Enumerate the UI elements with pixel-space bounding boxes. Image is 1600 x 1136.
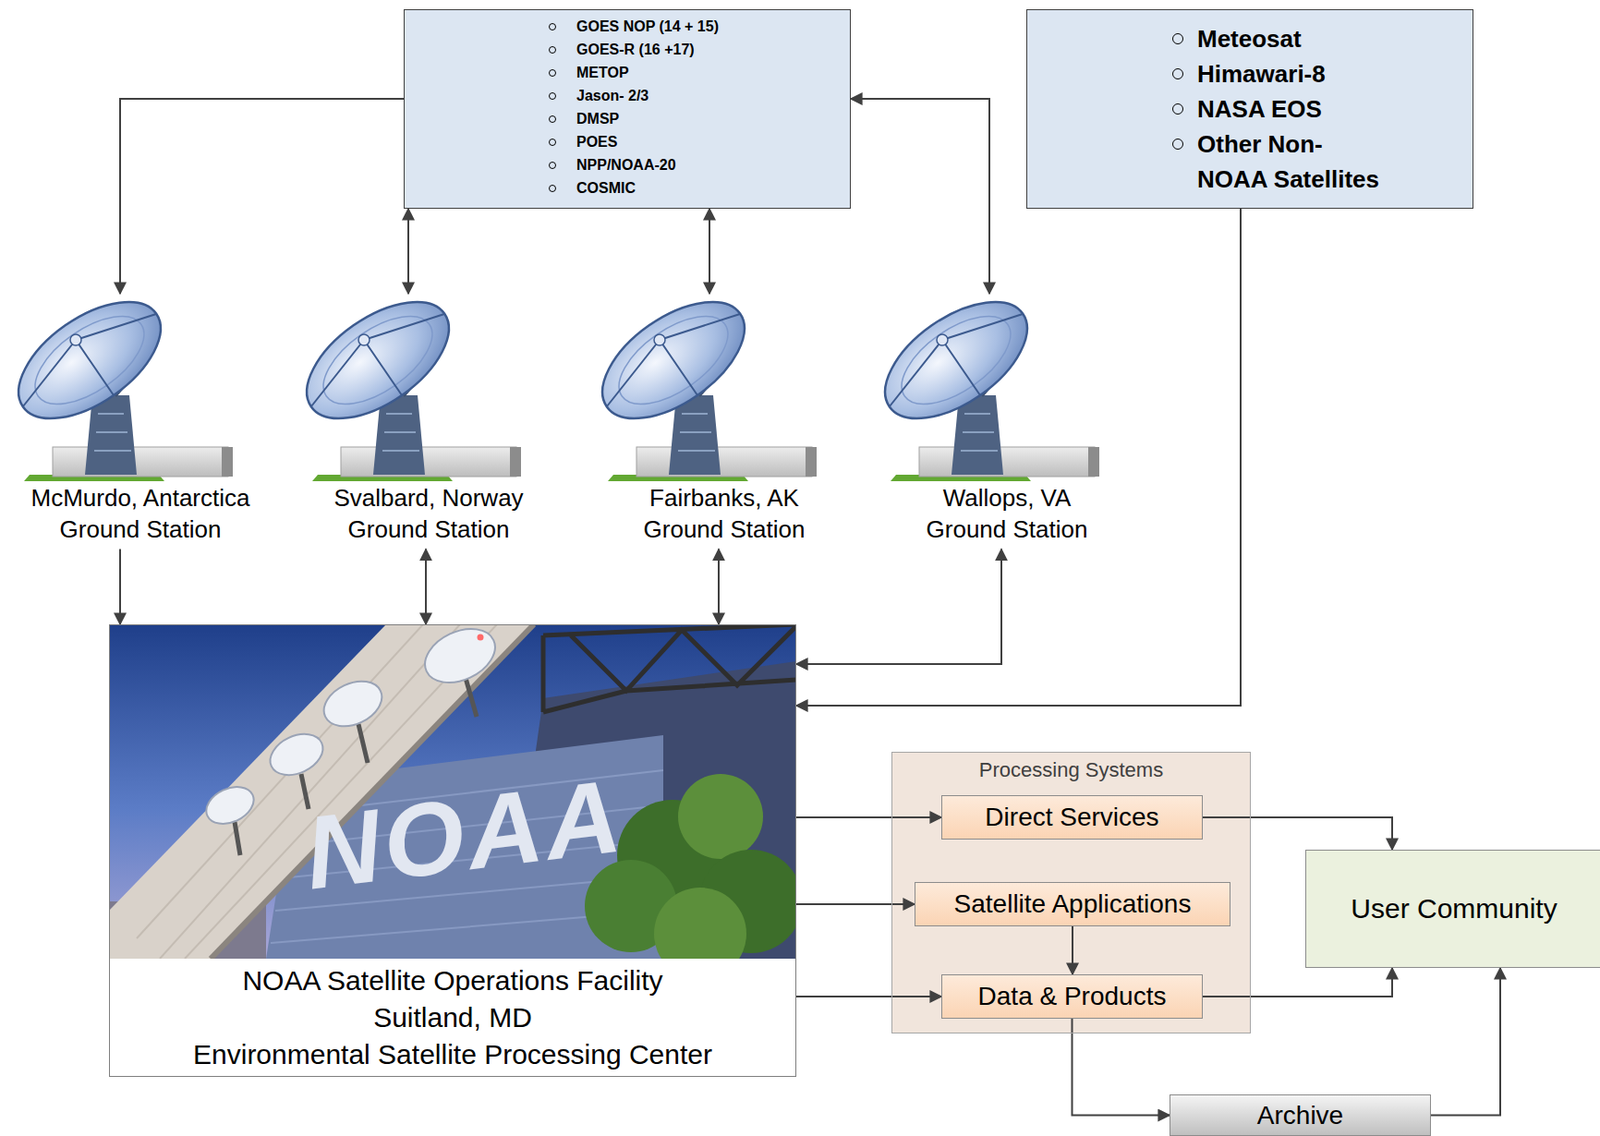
- satellite-name: COSMIC: [576, 176, 850, 200]
- list-item: METOP: [576, 60, 850, 85]
- process-box: Direct Services: [941, 795, 1203, 840]
- connector: [796, 995, 942, 998]
- list-item: Other Non- NOAA Satellites: [1197, 126, 1473, 197]
- antenna-dish: [865, 278, 1100, 482]
- list-item: NASA EOS: [1197, 91, 1473, 127]
- satellite-name: Meteosat: [1197, 21, 1392, 57]
- ground-station: Fairbanks, AK Ground Station: [585, 293, 863, 550]
- bullet: [548, 161, 557, 170]
- bullet: [1172, 33, 1184, 45]
- satellite-name: GOES-R (16 +17): [576, 37, 850, 61]
- roof-dish: [316, 672, 389, 736]
- facility-photo: [109, 624, 797, 959]
- satellite-name: NASA EOS: [1197, 91, 1392, 127]
- bullet: [1172, 103, 1184, 115]
- list-item: GOES-R (16 +17): [576, 37, 850, 61]
- bullet: [548, 69, 557, 77]
- roof-dish: [263, 726, 329, 784]
- group-title: Processing Systems: [979, 758, 1164, 782]
- satellite-name: Jason- 2/3: [576, 84, 850, 108]
- connector: [796, 549, 1002, 665]
- satellite-name: POES: [576, 130, 850, 154]
- bullet: [548, 138, 557, 146]
- group-heading: Processing Systems: [892, 758, 1250, 783]
- steel-truss: [543, 624, 797, 713]
- station-label: McMurdo, Antarctica Ground Station: [18, 483, 264, 546]
- satellite-name: Himawari-8: [1197, 56, 1392, 92]
- roof-dish: [200, 779, 260, 831]
- roof-dish: [416, 624, 504, 693]
- satellite-name: Other Non- NOAA Satellites: [1197, 126, 1392, 197]
- ground-station: McMurdo, Antarctica Ground Station: [1, 293, 279, 550]
- tree: [678, 774, 764, 860]
- caption-panel: NOAA Satellite Operations FacilitySuitla…: [109, 959, 796, 1077]
- list-item: Himawari-8: [1197, 56, 1473, 92]
- list-item: POES: [576, 130, 850, 154]
- bullet: [548, 184, 557, 193]
- satellite-list-box: GOES NOP (14 + 15)GOES-R (16 +17)METOPJa…: [403, 9, 851, 209]
- station-label: Wallops, VA Ground Station: [909, 483, 1104, 546]
- connector: [407, 208, 410, 294]
- connector: [424, 549, 427, 625]
- box-label: User Community: [1350, 893, 1557, 925]
- processing-systems-group: Processing SystemsDirect ServicesSatelli…: [891, 751, 1251, 1034]
- antenna-dish: [582, 278, 817, 482]
- list-item: Meteosat: [1197, 21, 1473, 57]
- bullet: [548, 115, 557, 123]
- connector: [1202, 968, 1393, 997]
- bullet: [548, 92, 557, 100]
- list-item: DMSP: [576, 107, 850, 131]
- box-label: Archive: [1257, 1101, 1344, 1131]
- user-community-box: User Community: [1305, 849, 1600, 969]
- station-label: Svalbard, Norway Ground Station: [322, 483, 535, 546]
- connector: [1430, 968, 1501, 1116]
- group-fill: [891, 751, 1251, 1034]
- beacon-light: [477, 634, 485, 642]
- list-item: COSMIC: [576, 176, 850, 200]
- station-label: Fairbanks, AK Ground Station: [627, 483, 822, 546]
- ground-station: Svalbard, Norway Ground Station: [290, 293, 568, 550]
- bullet: [1172, 138, 1184, 150]
- antenna-dish: [287, 278, 522, 482]
- satellite-name: GOES NOP (14 + 15): [576, 14, 850, 38]
- connector: [717, 549, 720, 625]
- process-box: Data & Products: [941, 974, 1203, 1019]
- building-lettering: NOAA: [299, 763, 630, 906]
- box-label: Data & Products: [978, 981, 1167, 1012]
- connector: [1071, 926, 1074, 975]
- facility-caption: Suitland, MD: [373, 999, 533, 1037]
- bullet: [1172, 68, 1184, 80]
- box-label: Satellite Applications: [954, 889, 1192, 920]
- bullet: [548, 23, 557, 31]
- connector: [1202, 817, 1393, 850]
- connector: [708, 208, 711, 294]
- item-list: MeteosatHimawari-8NASA EOSOther Non- NOA…: [1027, 10, 1473, 197]
- facility-caption: NOAA Satellite Operations Facility: [242, 962, 663, 1000]
- list-item: Jason- 2/3: [576, 84, 850, 108]
- process-box: Satellite Applications: [914, 882, 1231, 927]
- satellite-name: METOP: [576, 60, 850, 85]
- connector: [119, 549, 122, 625]
- connector: [850, 98, 990, 294]
- antenna-dish: [0, 278, 233, 482]
- connector: [796, 903, 915, 906]
- satellite-name: DMSP: [576, 107, 850, 131]
- bullet: [548, 46, 557, 54]
- ground-station: Wallops, VA Ground Station: [868, 293, 1146, 550]
- list-item: GOES NOP (14 + 15): [576, 14, 850, 38]
- item-list: GOES NOP (14 + 15)GOES-R (16 +17)METOPJa…: [404, 10, 850, 200]
- satellite-name: NPP/NOAA-20: [576, 153, 850, 177]
- connector: [120, 98, 404, 294]
- tree: [654, 887, 747, 959]
- connector: [796, 208, 1241, 706]
- connector: [796, 816, 942, 819]
- box-label: Direct Services: [984, 802, 1159, 833]
- list-item: NPP/NOAA-20: [576, 153, 850, 177]
- facility-caption: Environmental Satellite Processing Cente…: [193, 1036, 713, 1074]
- satellite-list-box: MeteosatHimawari-8NASA EOSOther Non- NOA…: [1026, 9, 1474, 209]
- archive-box: Archive: [1169, 1094, 1431, 1136]
